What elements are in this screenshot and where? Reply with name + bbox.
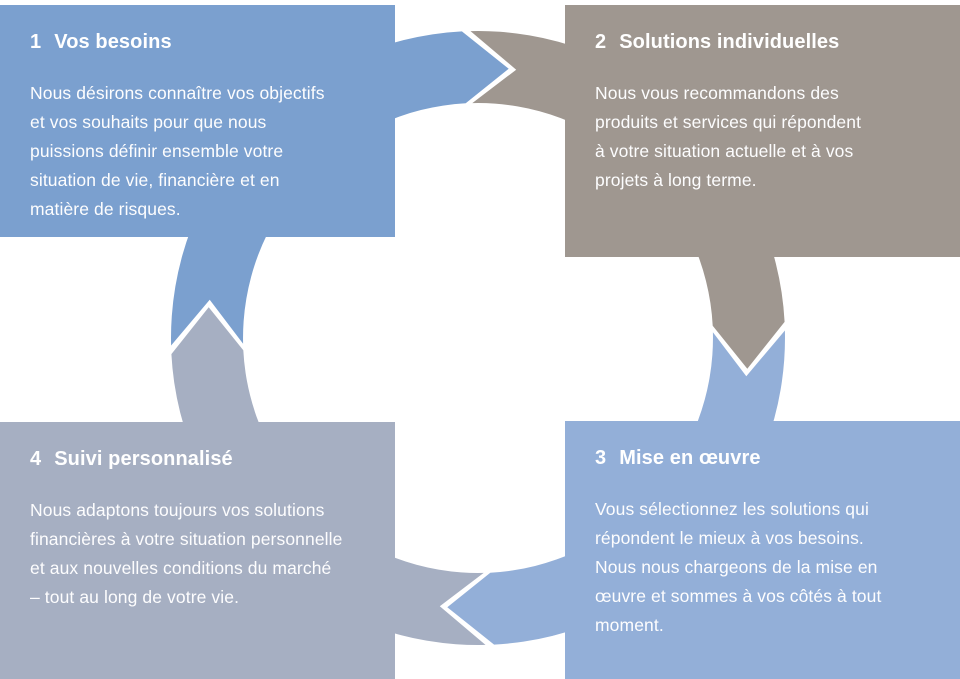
- step-3-number: 3: [595, 447, 607, 469]
- step-2-number: 2: [595, 31, 607, 53]
- step-2-description: Nous vous recommandons des produits et s…: [595, 83, 862, 190]
- step-3-title-text: Mise en œuvre: [619, 447, 761, 469]
- step-1-title-text: Vos besoins: [54, 31, 172, 53]
- step-4-number: 4: [30, 448, 42, 470]
- step-1-number: 1: [30, 31, 42, 53]
- step-box-1: 1 Vos besoins Nous désirons connaître vos…: [0, 5, 395, 237]
- step-4-title-text: Suivi personnalisé: [54, 448, 233, 470]
- step-box-2: 2 Solutions individuelles Nous vous recom…: [565, 5, 960, 257]
- step-3-description: Vous sélectionnez les solutions qui répo…: [595, 499, 882, 635]
- step-box-4: 4 Suivi personnalisé Nous adaptons toujou…: [0, 422, 395, 679]
- step-2-title: 2 Solutions individuelles: [595, 31, 936, 53]
- step-3-title: 3 Mise en œuvre: [595, 447, 936, 469]
- step-2-title-text: Solutions individuelles: [619, 31, 840, 53]
- step-4-title: 4 Suivi personnalisé: [30, 448, 371, 470]
- step-1-title: 1 Vos besoins: [30, 31, 371, 53]
- step-1-description: Nous désirons connaître vos objectifs et…: [30, 83, 325, 219]
- step-box-3: 3 Mise en œuvre Vous sélectionnez les sol…: [565, 421, 960, 679]
- step-4-description: Nous adaptons toujours vos solutions fin…: [30, 500, 343, 607]
